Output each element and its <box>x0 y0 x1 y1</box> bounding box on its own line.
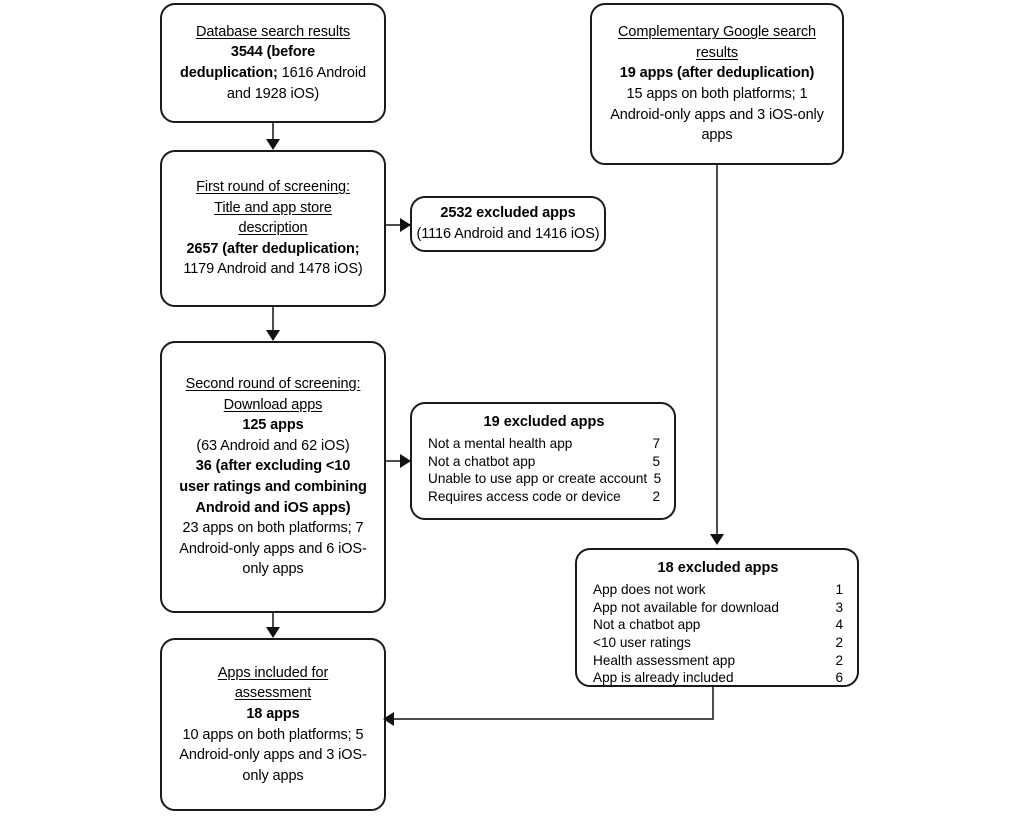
node-line-bold: deduplication; <box>180 65 278 81</box>
node-line: First round of screening: <box>196 179 350 196</box>
node-line: Database search results <box>195 23 351 40</box>
reason-row: Not a chatbot app 5 <box>428 453 660 471</box>
node-line: 125 apps <box>242 417 304 434</box>
reason-row: App does not work 1 <box>593 581 843 599</box>
node-line: 10 apps on both platforms; 5 <box>182 726 364 743</box>
node-line: Complementary Google search <box>618 24 816 41</box>
reason-count: 2 <box>652 489 660 505</box>
excluded-19-title: 19 excluded apps <box>483 414 605 430</box>
arrowhead-second-round-to-excluded-19 <box>400 454 411 468</box>
reason-label: Not a chatbot app <box>593 617 701 633</box>
reason-label: Unable to use app or create account <box>428 471 648 487</box>
reason-label: <10 user ratings <box>593 635 691 651</box>
reason-count: 7 <box>652 436 660 451</box>
reason-row: App not available for download 3 <box>593 599 843 617</box>
node-second-round-screening[interactable]: Second round of screening: Download apps… <box>160 341 386 613</box>
reason-count: 6 <box>835 670 843 686</box>
node-line: Android-only apps and 3 iOS- <box>179 747 367 764</box>
reason-label: Not a chatbot app <box>428 453 536 469</box>
node-line: (1116 Android and 1416 iOS) <box>416 226 600 242</box>
node-line: results <box>695 44 738 61</box>
connector-excluded-18-to-included <box>392 718 714 720</box>
node-line: deduplication; 1616 Android <box>180 63 366 84</box>
arrowhead-google-to-excluded-18 <box>710 534 724 545</box>
reason-row: Health assessment app 2 <box>593 652 843 670</box>
arrowhead-first-round-to-excluded-2532 <box>400 218 411 232</box>
node-line: Android and iOS apps) <box>195 499 351 516</box>
reason-count: 2 <box>835 635 843 651</box>
reason-label: App not available for download <box>593 599 779 615</box>
reason-label: Not a mental health app <box>428 436 573 451</box>
reason-count: 4 <box>835 617 843 633</box>
excluded-18-title: 18 excluded apps <box>657 560 779 576</box>
node-line: only apps <box>242 767 304 784</box>
node-line: Second round of screening: <box>185 376 361 393</box>
reason-count: 1 <box>835 582 843 597</box>
node-line: only apps <box>242 561 304 578</box>
node-line: Android-only apps and 6 iOS- <box>179 540 367 557</box>
connector-excluded-18-down <box>712 687 714 720</box>
node-line: 18 apps <box>246 705 300 722</box>
reason-count: 5 <box>653 471 662 487</box>
reason-row: <10 user ratings 2 <box>593 634 843 652</box>
node-line: 1179 Android and 1478 iOS) <box>183 261 363 278</box>
arrowhead-first-to-second-round <box>266 330 280 341</box>
node-line-normal: 1616 Android <box>277 65 366 81</box>
node-google-search-results[interactable]: Complementary Google search results 19 a… <box>590 3 844 165</box>
arrowhead-database-to-first-round <box>266 139 280 150</box>
node-database-search-results[interactable]: Database search results 3544 (before ded… <box>160 3 386 123</box>
reason-label: Requires access code or device <box>428 489 621 505</box>
connector-first-to-second-round <box>272 307 274 333</box>
node-line: Title and app store <box>214 199 332 216</box>
arrowhead-second-round-to-included <box>266 627 280 638</box>
node-line: and 1928 iOS) <box>226 85 320 102</box>
reason-label: App is already included <box>593 670 734 686</box>
node-line: (63 Android and 62 iOS) <box>196 437 350 454</box>
node-line: apps <box>701 127 733 144</box>
reason-count: 2 <box>835 652 843 668</box>
node-excluded-19-apps[interactable]: 19 excluded apps Not a mental health app… <box>410 402 676 520</box>
reason-row: Not a mental health app 7 <box>428 435 660 453</box>
reason-row: Not a chatbot app 4 <box>593 616 843 634</box>
connector-second-round-to-excluded-19 <box>386 460 412 462</box>
reason-label: Health assessment app <box>593 652 736 668</box>
connector-second-round-to-included <box>272 613 274 631</box>
node-line: user ratings and combining <box>179 479 367 495</box>
node-line: 19 apps (after deduplication) <box>619 65 815 82</box>
node-line: description <box>238 220 308 237</box>
connector-first-round-to-excluded-2532 <box>386 224 412 226</box>
node-line: assessment <box>234 685 312 702</box>
node-line: 36 (after excluding <10 <box>195 458 351 475</box>
reason-count: 3 <box>835 599 843 615</box>
reason-row: App is already included 6 <box>593 669 843 687</box>
connector-database-to-first-round <box>272 123 274 147</box>
connector-google-to-excluded-18 <box>716 165 718 539</box>
node-line: Android-only apps and 3 iOS-only <box>610 106 824 123</box>
reason-label: App does not work <box>593 582 706 597</box>
node-line: Download apps <box>223 396 323 413</box>
reason-row: Requires access code or device 2 <box>428 488 660 506</box>
node-line: 2657 (after deduplication; <box>186 240 360 257</box>
arrowhead-excluded-18-to-included <box>383 712 394 726</box>
node-line: Apps included for <box>217 664 329 681</box>
reason-count: 5 <box>652 453 660 469</box>
reason-row: Unable to use app or create account 5 <box>428 470 662 488</box>
node-line: 15 apps on both platforms; 1 <box>626 86 808 102</box>
node-first-round-screening[interactable]: First round of screening: Title and app … <box>160 150 386 307</box>
node-line: 23 apps on both platforms; 7 <box>182 520 364 537</box>
node-apps-included-for-assessment[interactable]: Apps included for assessment 18 apps 10 … <box>160 638 386 811</box>
node-line: 2532 excluded apps <box>440 205 576 222</box>
node-line: 3544 (before <box>230 44 316 61</box>
node-excluded-2532-apps[interactable]: 2532 excluded apps (1116 Android and 141… <box>410 196 606 252</box>
